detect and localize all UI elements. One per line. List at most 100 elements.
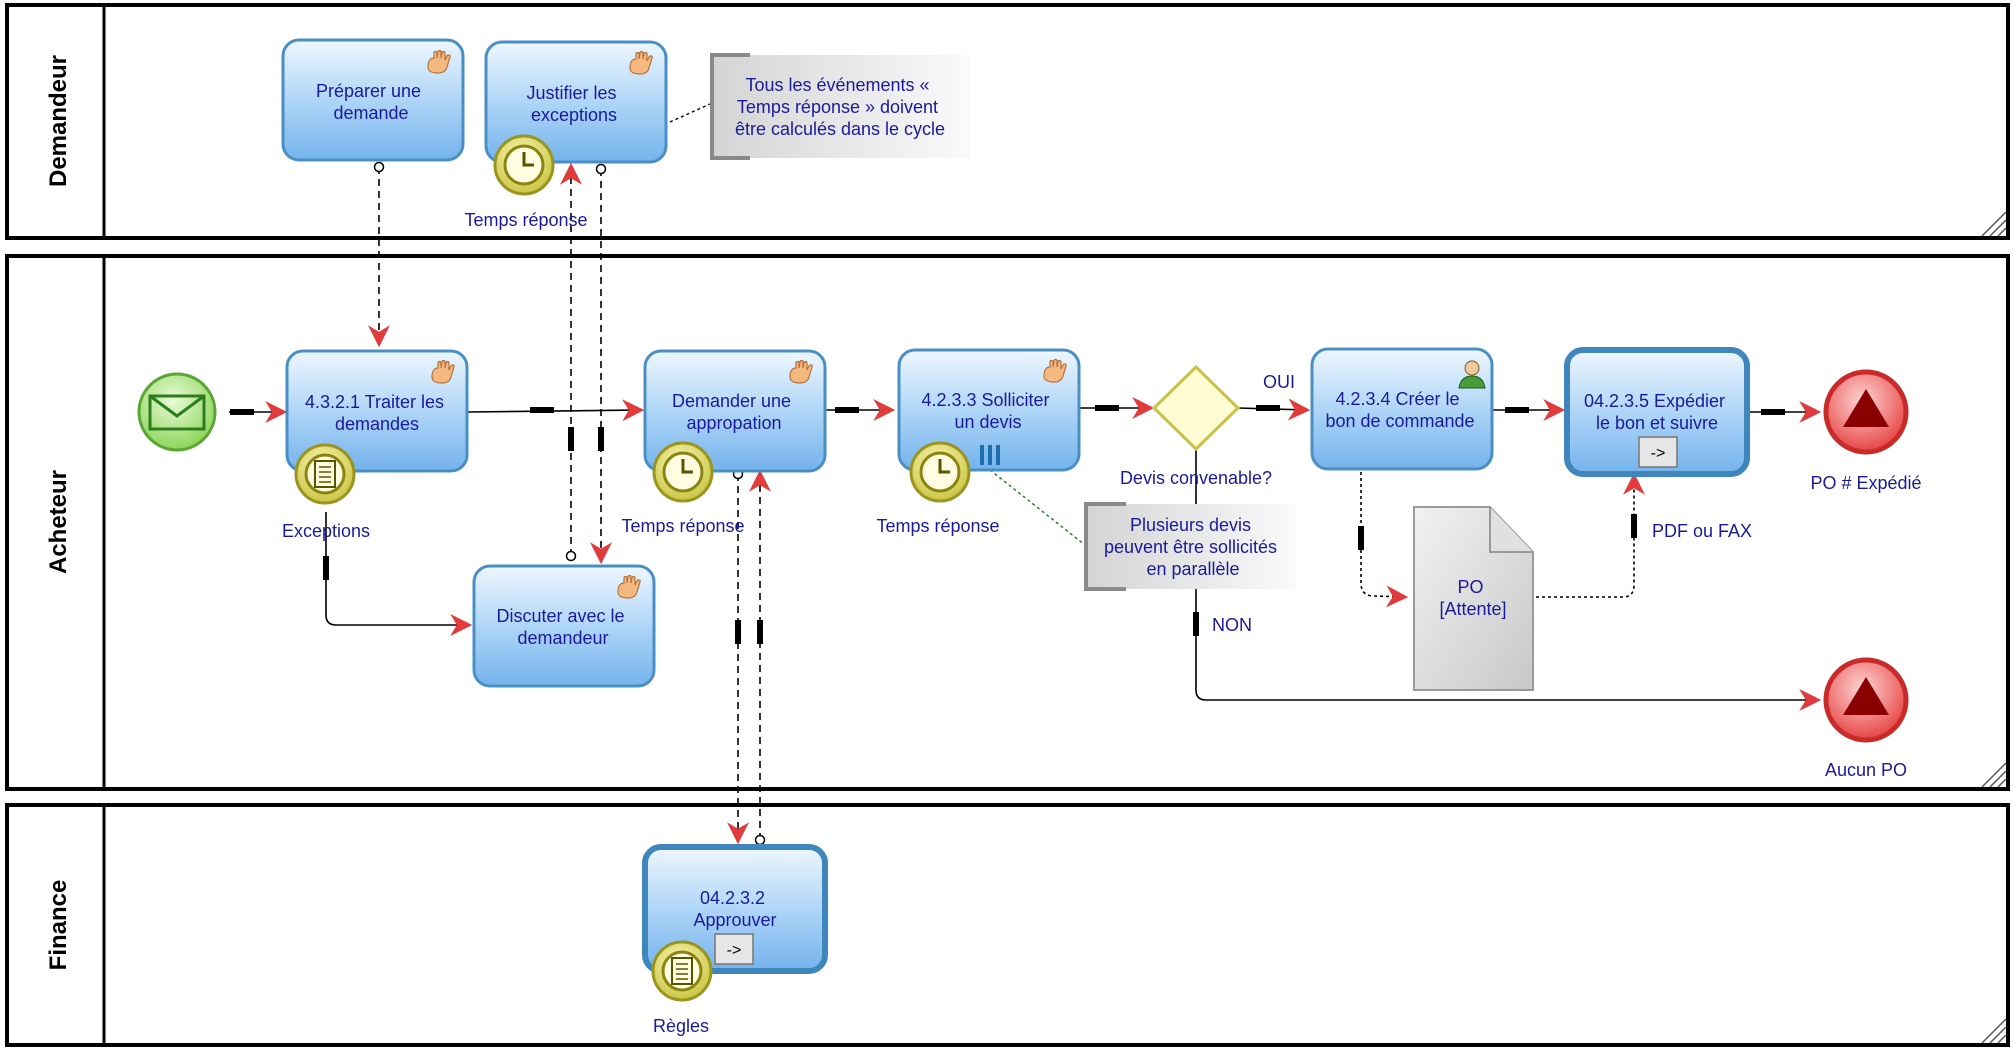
task-label-line: le bon et suivre — [1596, 413, 1718, 433]
end-label-aucun-po: Aucun PO — [1825, 760, 1907, 780]
svg-text:Plusieurs devis peuvent: Plusieurs devis peuvent être sollicités … — [1104, 515, 1282, 579]
task-label-line: Demander une — [672, 391, 791, 411]
timer-label-solliciter: Temps réponse — [876, 516, 999, 536]
start-event-message[interactable] — [137, 372, 217, 452]
timer-event-solliciter[interactable] — [909, 441, 971, 503]
task-label-line: Approuver — [693, 910, 776, 930]
task-label-line: Justifier les — [526, 83, 616, 103]
task-label-line: 04.2.3.2 — [700, 888, 765, 908]
user-task-icon — [1458, 360, 1486, 389]
conditional-event-exceptions[interactable] — [294, 443, 356, 505]
annotation-link-devis — [989, 469, 1086, 546]
annotation-line: peuvent être sollicités — [1104, 537, 1277, 557]
flow-gateway-non[interactable] — [1195, 446, 1822, 711]
data-object-po[interactable]: PO [Attente] — [1413, 506, 1534, 691]
signal-triangle-icon — [1843, 389, 1889, 427]
message-flows — [368, 161, 771, 846]
task-label-line: Préparer une — [316, 81, 421, 101]
task-label-line: 4.3.2.1 Traiter les — [305, 392, 444, 412]
gateway-no-label: NON — [1212, 615, 1252, 635]
task-demander-appropation[interactable]: Demander une appropation — [643, 349, 827, 473]
envelope-icon — [148, 394, 206, 431]
flow-exceptions-to-discuter[interactable] — [325, 512, 473, 636]
data-object-label-line: [Attente] — [1439, 599, 1506, 619]
data-object-label-line: PO — [1457, 577, 1483, 597]
task-label-line: Discuter avec le — [496, 606, 624, 626]
svg-text:4.3.2.1 Traiter les dema: 4.3.2.1 Traiter les demandes — [305, 392, 449, 434]
document-list-icon — [671, 957, 693, 985]
task-label-line: 4.2.3.4 Créer le — [1335, 389, 1459, 409]
annotation-line: être calculés dans le cycle — [735, 119, 945, 139]
annotation-line: Tous les événements « — [745, 75, 929, 95]
signal-triangle-icon — [1843, 677, 1889, 715]
expand-marker-label: -> — [727, 942, 742, 959]
annotation-link-temps — [669, 103, 711, 123]
end-label-po-expedie: PO # Expédié — [1810, 473, 1921, 493]
resize-grip-icon[interactable] — [1981, 1018, 2007, 1044]
association-markers — [1358, 514, 1637, 550]
clock-icon — [681, 459, 693, 474]
task-label-line: demande — [333, 103, 408, 123]
event-label-regles: Règles — [653, 1016, 709, 1036]
svg-text:Discuter avec le demande: Discuter avec le demandeur — [496, 606, 629, 648]
gateway-label: Devis convenable? — [1120, 468, 1272, 488]
task-label-line: un devis — [954, 412, 1021, 432]
expand-subprocess-button[interactable]: -> — [1638, 436, 1678, 468]
task-discuter-demandeur[interactable]: Discuter avec le demandeur — [472, 564, 656, 688]
svg-text:Demander une appropation: Demander une appropation — [672, 391, 796, 433]
end-event-po-expedie[interactable] — [1823, 369, 1909, 455]
svg-text:4.2.3.4 Créer le bon de: 4.2.3.4 Créer le bon de commande — [1325, 389, 1474, 431]
document-list-icon — [314, 460, 336, 488]
timer-event-demander[interactable] — [652, 441, 714, 503]
gateway-devis-convenable[interactable] — [1151, 364, 1241, 452]
task-label-line: exceptions — [531, 105, 617, 125]
message-flow-markers — [568, 427, 763, 644]
task-label-line: appropation — [686, 413, 781, 433]
task-label-line: 4.2.3.3 Solliciter — [921, 390, 1049, 410]
svg-text:Tous les événements « Te: Tous les événements « Temps réponse » do… — [735, 75, 945, 139]
svg-text:04.2.3.5 Expédier le bon: 04.2.3.5 Expédier le bon et suivre — [1584, 391, 1730, 433]
parallel-multi-instance-icon — [980, 445, 1000, 465]
subprocess-expedier-bon[interactable]: 04.2.3.5 Expédier le bon et suivre -> — [1564, 347, 1750, 477]
svg-text:PO [Attente]: PO [Attente] — [1439, 577, 1506, 619]
svg-text:04.2.3.2 Approuver: 04.2.3.2 Approuver — [693, 888, 776, 930]
annotation-line: en parallèle — [1146, 559, 1239, 579]
lane-title-finance: Finance — [45, 880, 72, 971]
resize-grip-icon[interactable] — [1981, 211, 2007, 237]
gateway-yes-label: OUI — [1263, 372, 1295, 392]
sequence-flows — [229, 397, 1822, 711]
flow-label-pdf-fax: PDF ou FAX — [1652, 521, 1752, 541]
annotation-line: Plusieurs devis — [1130, 515, 1251, 535]
clock-icon — [522, 152, 534, 167]
svg-text:4.2.3.3 Solliciter un de: 4.2.3.3 Solliciter un devis — [921, 390, 1054, 432]
task-label-line: demandeur — [517, 628, 608, 648]
task-solliciter-devis[interactable]: 4.2.3.3 Solliciter un devis — [897, 348, 1081, 472]
task-justifier-exceptions[interactable]: Justifier les exceptions — [484, 40, 668, 164]
svg-text:Préparer une demande: Préparer une demande — [316, 81, 426, 123]
task-label-line: 04.2.3.5 Expédier — [1584, 391, 1725, 411]
task-creer-bon-commande[interactable]: 4.2.3.4 Créer le bon de commande — [1310, 347, 1494, 471]
data-associations — [1360, 472, 1645, 608]
task-label-line: bon de commande — [1325, 411, 1474, 431]
timer-label-demandeur: Temps réponse — [464, 210, 587, 230]
assoc-creer-to-po[interactable] — [1360, 472, 1409, 608]
expand-subprocess-button[interactable]: -> — [714, 933, 754, 965]
svg-text:Justifier les exceptions: Justifier les exceptions — [526, 83, 621, 125]
event-label-exceptions: Exceptions — [282, 521, 370, 541]
annotation-line: Temps réponse » doivent — [737, 97, 938, 117]
lane-finance: Finance — [5, 803, 2010, 1047]
subprocess-approuver[interactable]: 04.2.3.2 Approuver -> — [642, 844, 828, 974]
timer-event-justifier[interactable] — [493, 134, 555, 196]
annotation-temps-reponse: Tous les événements « Temps réponse » do… — [710, 53, 970, 160]
conditional-event-regles[interactable] — [651, 940, 713, 1002]
end-event-aucun-po[interactable] — [1823, 657, 1909, 743]
task-preparer-demande[interactable]: Préparer une demande — [281, 38, 465, 162]
resize-grip-icon[interactable] — [1981, 762, 2007, 788]
expand-marker-label: -> — [1651, 445, 1666, 462]
task-traiter-demandes[interactable]: 4.3.2.1 Traiter les demandes — [285, 349, 469, 473]
flow-traiter-to-demander[interactable] — [467, 399, 645, 422]
task-label-line: demandes — [335, 414, 419, 434]
clock-icon — [938, 459, 950, 474]
lane-title-demandeur: Demandeur — [45, 55, 72, 187]
